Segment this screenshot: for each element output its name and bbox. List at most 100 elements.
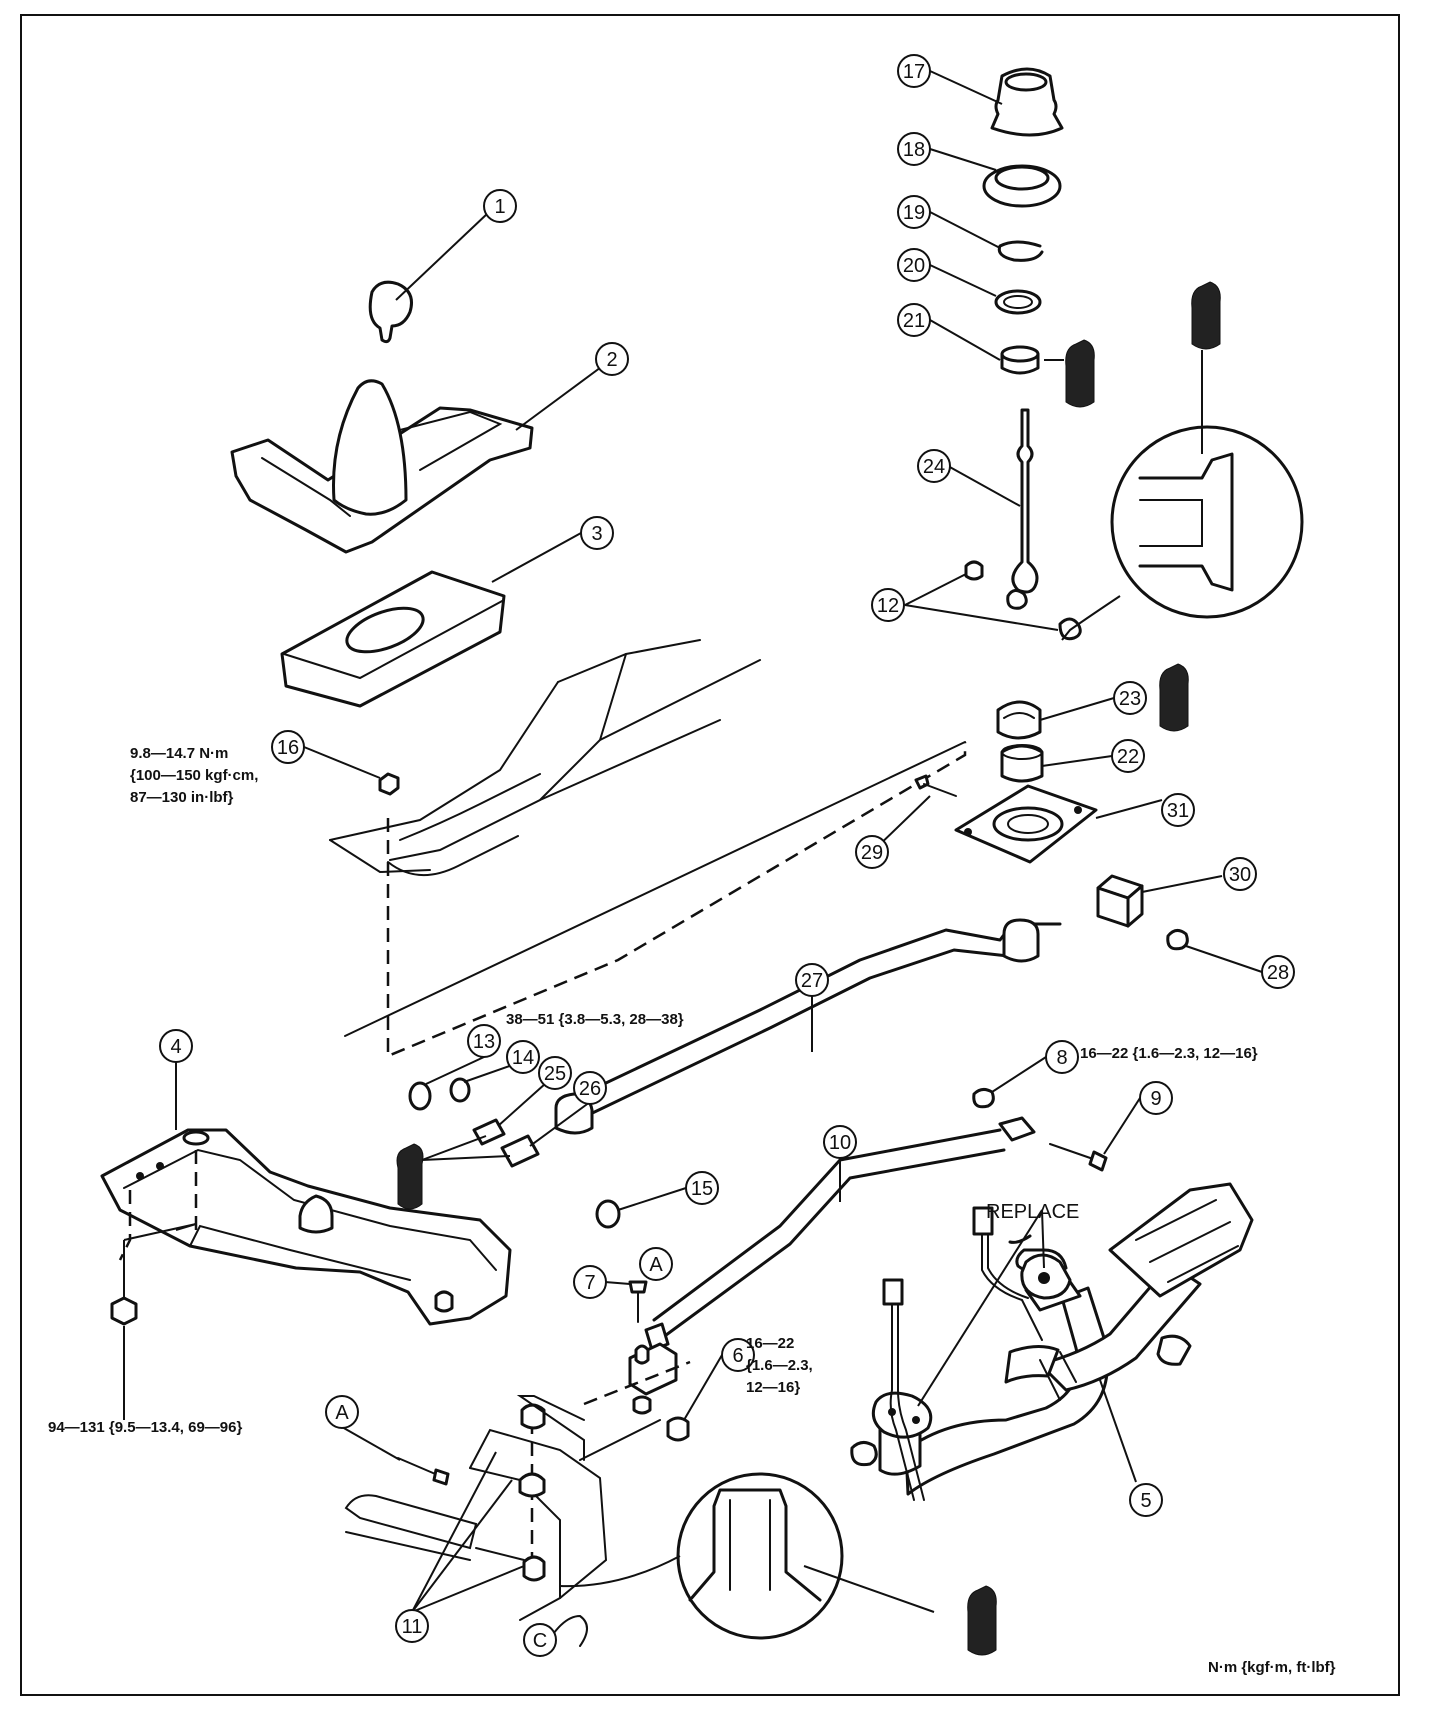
leader-22 (1041, 755, 1113, 767)
torque-part6-line2: {1.6—2.3, (746, 1357, 813, 1374)
leader-21 (929, 319, 1001, 361)
callout-a2: A (325, 1395, 359, 1429)
callout-11: 11 (395, 1609, 429, 1643)
nut-bracket-lower (632, 1395, 652, 1415)
callout-label: 4 (170, 1036, 181, 1058)
alignment-dash-2 (118, 1190, 132, 1261)
callout-label: 9 (1150, 1088, 1161, 1110)
callout-circle (325, 1395, 359, 1429)
leader-6 (683, 1354, 723, 1421)
callout-label: 29 (861, 842, 883, 864)
callout-label: 16 (277, 737, 299, 759)
units-label: N·m {kgf·m, ft·lbf} (1208, 1659, 1336, 1676)
detail-circle-bushing (1061, 350, 1304, 641)
callout-12: 12 (871, 588, 905, 622)
callout-label: C (533, 1630, 547, 1652)
bracket-30 (1096, 874, 1144, 928)
torque-parts13-26: 38—51 {3.8—5.3, 28—38} (506, 1011, 684, 1028)
shift-boot-panel (230, 379, 534, 554)
clip-19 (997, 240, 1044, 262)
leader-13 (425, 1056, 485, 1085)
torque-part6-line1: 16—22 (746, 1335, 794, 1352)
callout-4: 4 (159, 1029, 193, 1063)
callout-label: 31 (1167, 800, 1189, 822)
floor-tunnel (329, 639, 761, 877)
callout-label: 24 (923, 456, 945, 478)
replace-label: REPLACE (986, 1201, 1079, 1223)
callout-label: 7 (584, 1272, 595, 1294)
leader-28 (1185, 945, 1263, 973)
callout-31: 31 (1161, 793, 1195, 827)
callout-label: 14 (512, 1047, 534, 1069)
callout-label: 23 (1119, 688, 1141, 710)
callout-label: A (335, 1402, 349, 1424)
crossmember-lead-lines (123, 1223, 197, 1241)
shift-knob (368, 280, 413, 344)
callout-label: 15 (691, 1178, 713, 1200)
callout-label: 26 (579, 1078, 601, 1100)
exhaust-nut (850, 1441, 878, 1467)
callout-30: 30 (1223, 857, 1257, 891)
callout-layer: 1234567891011121314151617181920212223242… (159, 54, 1295, 1657)
leader-20 (929, 264, 997, 297)
callout-28: 28 (1261, 955, 1295, 989)
bolt-7 (628, 1280, 648, 1323)
callout-label: 19 (903, 202, 925, 224)
leader-8 (991, 1056, 1047, 1093)
callout-label: 8 (1056, 1047, 1067, 1069)
callout-circle (1045, 1040, 1079, 1074)
leader-9 (1103, 1097, 1141, 1155)
dust-boot-17 (990, 67, 1064, 137)
detail-circle-lower-bushing (559, 1472, 935, 1640)
leader-11a (411, 1451, 497, 1613)
callout-label: 20 (903, 255, 925, 277)
callout-16: 16 (271, 730, 305, 764)
leader-2 (515, 358, 613, 431)
callout-3: 3 (580, 516, 614, 550)
callout-circle (639, 1247, 673, 1281)
callout-label: A (649, 1254, 663, 1276)
leader-16 (303, 746, 381, 779)
callout-label: 21 (903, 310, 925, 332)
crossmember-bolt (110, 1269, 138, 1326)
callout-5: 5 (1129, 1483, 1163, 1517)
leader-26 (529, 1101, 591, 1147)
leader-replace-right (1041, 1209, 1045, 1269)
grease-icon-a (396, 1135, 511, 1210)
callout-label: 22 (1117, 746, 1139, 768)
callout-circle (580, 516, 614, 550)
callout-circle (1113, 681, 1147, 715)
callout-label: 6 (732, 1345, 743, 1367)
callout-13: 13 (467, 1024, 501, 1058)
callout-24: 24 (917, 449, 951, 483)
leader-replace-left (917, 1209, 1043, 1407)
callout-14: 14 (506, 1040, 540, 1074)
bolt-29 (914, 774, 957, 797)
shift-lever-24 (1006, 408, 1039, 610)
leader-7 (604, 1281, 631, 1285)
console-pad (280, 570, 506, 708)
callout-label: 17 (903, 61, 925, 83)
callout-label: 25 (544, 1063, 566, 1085)
callout-8: 8 (1045, 1040, 1079, 1074)
grease-icon-b (1065, 339, 1095, 408)
callout-6: 6 (721, 1338, 755, 1372)
callout-label: 30 (1229, 864, 1251, 886)
callout-circle (538, 1056, 572, 1090)
washer-14 (449, 1077, 471, 1103)
callout-circle (1161, 793, 1195, 827)
leader-11b (411, 1479, 513, 1613)
torque-part4: 94—131 {9.5—13.4, 69—96} (48, 1419, 242, 1436)
bearing-18 (982, 164, 1062, 208)
washer-13 (408, 1081, 432, 1111)
callout-23: 23 (1113, 681, 1147, 715)
torque-part16-line1: 9.8—14.7 N·m (130, 745, 228, 762)
callout-circle (467, 1024, 501, 1058)
grease-icon-c (967, 1585, 997, 1656)
grease-icon-e (1159, 663, 1189, 732)
callout-circle (855, 835, 889, 869)
callout-circle (721, 1338, 755, 1372)
callout-22: 22 (1111, 739, 1145, 773)
callout-label: 28 (1267, 962, 1289, 984)
